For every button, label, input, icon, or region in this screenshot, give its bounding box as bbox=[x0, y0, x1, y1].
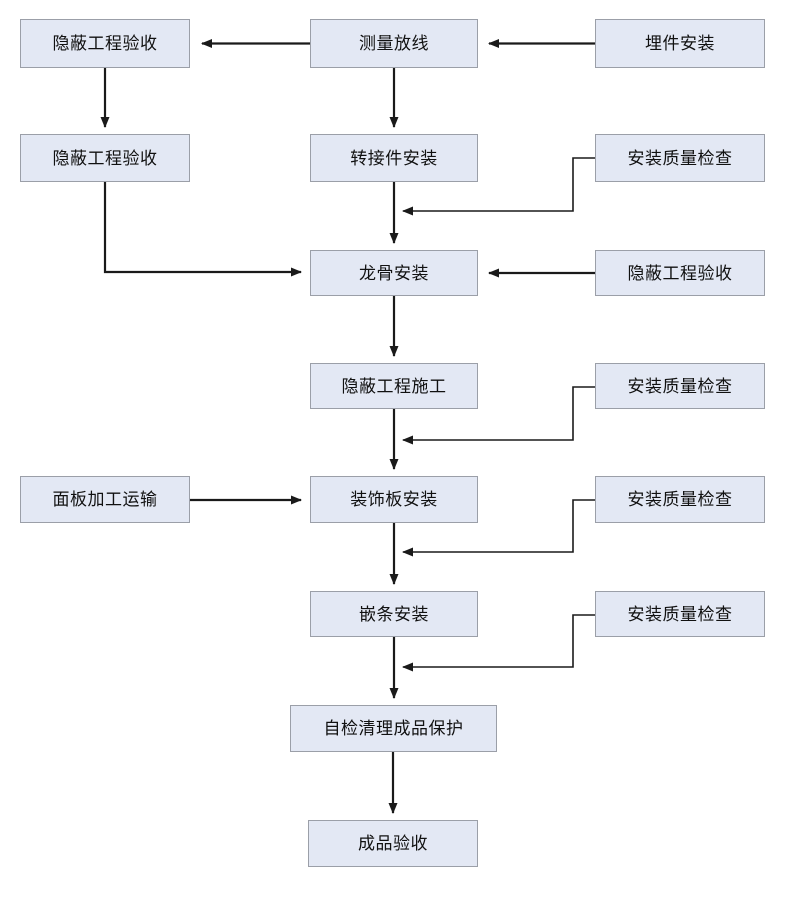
node-label: 嵌条安装 bbox=[359, 604, 429, 624]
node-zhuangshiban-anzhuang[interactable]: 装饰板安装 bbox=[310, 476, 478, 523]
node-qiantiao-anzhuang[interactable]: 嵌条安装 bbox=[310, 591, 478, 637]
node-label: 安装质量检查 bbox=[627, 490, 733, 509]
edge-yinbi2-to-longgu bbox=[103, 182, 302, 277]
node-label: 装饰板安装 bbox=[350, 490, 438, 509]
node-label: 安装质量检查 bbox=[627, 148, 733, 168]
node-label: 隐蔽工程验收 bbox=[627, 263, 733, 283]
node-label: 安装质量检查 bbox=[627, 604, 733, 624]
node-label: 埋件安装 bbox=[645, 34, 715, 53]
node-anzhuang-zhiliang-jiancha-1[interactable]: 安装质量检查 bbox=[595, 134, 765, 182]
node-label: 龙骨安装 bbox=[359, 263, 429, 283]
node-anzhuang-zhiliang-jiancha-4[interactable]: 安装质量检查 bbox=[595, 591, 765, 637]
node-anzhuang-zhiliang-jiancha-3[interactable]: 安装质量检查 bbox=[595, 476, 765, 523]
node-label: 隐蔽工程验收 bbox=[52, 34, 158, 53]
node-label: 隐蔽工程施工 bbox=[341, 376, 447, 396]
node-yinbi-gongcheng-shigong[interactable]: 隐蔽工程施工 bbox=[310, 363, 478, 409]
node-label: 面板加工运输 bbox=[52, 490, 158, 509]
node-maijian-anzhuang[interactable]: 埋件安装 bbox=[595, 19, 765, 68]
node-yinbi-gongcheng-yanshou-1[interactable]: 隐蔽工程验收 bbox=[20, 19, 190, 68]
node-mianban-jiagong-yunshu[interactable]: 面板加工运输 bbox=[20, 476, 190, 523]
node-longgu-anzhuang[interactable]: 龙骨安装 bbox=[310, 250, 478, 296]
node-chengpin-yanshou[interactable]: 成品验收 bbox=[308, 820, 478, 867]
node-anzhuang-zhiliang-jiancha-2[interactable]: 安装质量检查 bbox=[595, 363, 765, 409]
node-celiang-fangxian[interactable]: 测量放线 bbox=[310, 19, 478, 68]
node-yinbi-gongcheng-yanshou-3[interactable]: 隐蔽工程验收 bbox=[595, 250, 765, 296]
node-zhuanjiejian-anzhuang[interactable]: 转接件安装 bbox=[310, 134, 478, 182]
node-label: 成品验收 bbox=[358, 834, 428, 853]
node-yinbi-gongcheng-yanshou-2[interactable]: 隐蔽工程验收 bbox=[20, 134, 190, 182]
node-label: 自检清理成品保护 bbox=[323, 719, 464, 738]
node-zijian-qingli-chengpin-baohu[interactable]: 自检清理成品保护 bbox=[290, 705, 497, 752]
node-label: 测量放线 bbox=[359, 34, 429, 53]
node-label: 转接件安装 bbox=[350, 148, 438, 168]
node-label: 隐蔽工程验收 bbox=[52, 148, 158, 168]
node-label: 安装质量检查 bbox=[627, 376, 733, 396]
